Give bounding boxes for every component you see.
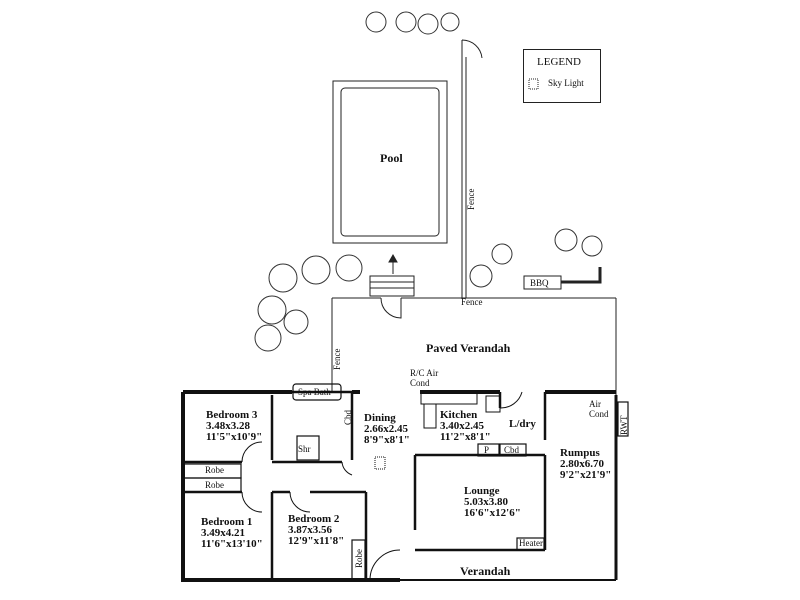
robe-b3-label: Robe bbox=[205, 465, 224, 475]
bedroom1-name: Bedroom 1 bbox=[201, 516, 253, 528]
robe-b1-label: Robe bbox=[205, 480, 224, 490]
door-swings bbox=[241, 391, 523, 581]
pantry-label: P bbox=[484, 445, 490, 455]
fence-left-label: Fence bbox=[332, 348, 342, 371]
pool-label: Pool bbox=[380, 151, 403, 165]
robe-b2-label: Robe bbox=[354, 549, 364, 568]
kitchen-counter bbox=[420, 391, 501, 429]
shrub-group bbox=[254, 11, 603, 352]
dining-name: Dining bbox=[364, 412, 396, 424]
air-cond-line2: Cond bbox=[589, 409, 609, 419]
paved-verandah-boundary bbox=[331, 297, 617, 395]
kitchen-name: Kitchen bbox=[440, 409, 478, 421]
bedroom3-metric: 3.48x3.28 bbox=[206, 420, 250, 432]
fence-horizontal-label: Fence bbox=[461, 297, 483, 307]
spa-bath-label: Spa Bath bbox=[298, 387, 331, 397]
rc-air-cond-line1: R/C Air bbox=[410, 368, 439, 378]
bedroom3-imperial: 11'5"x10'9" bbox=[206, 431, 263, 443]
rwt-label: RWT bbox=[619, 415, 629, 436]
bbq-unit bbox=[523, 267, 602, 290]
legend-title: LEGEND bbox=[537, 56, 581, 68]
lounge-name: Lounge bbox=[464, 485, 500, 497]
heater-label: Heater bbox=[519, 538, 543, 548]
legend-box bbox=[523, 49, 601, 103]
dining-skylight bbox=[374, 456, 386, 470]
bedroom2-imperial: 12'9"x11'8" bbox=[288, 535, 345, 547]
skylight-legend-symbol bbox=[528, 78, 539, 90]
rumpus-name: Rumpus bbox=[560, 447, 600, 459]
fence-right bbox=[461, 39, 483, 298]
lounge-metric: 5.03x3.80 bbox=[464, 496, 508, 508]
bedroom2-metric: 3.87x3.56 bbox=[288, 524, 332, 536]
air-cond-line1: Air bbox=[589, 399, 601, 409]
rumpus-imperial: 9'2"x21'9" bbox=[560, 469, 612, 481]
shower-label: Shr bbox=[298, 444, 311, 454]
fence-vertical-label: Fence bbox=[466, 188, 476, 211]
bedroom3-name: Bedroom 3 bbox=[206, 409, 258, 421]
bedroom1-imperial: 11'6"x13'10" bbox=[201, 538, 263, 550]
rc-air-cond-line2: Cond bbox=[410, 378, 430, 388]
bedroom1-metric: 3.49x4.21 bbox=[201, 527, 245, 539]
rumpus-metric: 2.80x6.70 bbox=[560, 458, 604, 470]
bbq-label: BBQ bbox=[530, 278, 549, 288]
kitchen-imperial: 11'2"x8'1" bbox=[440, 431, 491, 443]
verandah-label: Verandah bbox=[460, 564, 511, 578]
paved-verandah-label: Paved Verandah bbox=[426, 341, 511, 355]
interior-walls bbox=[182, 383, 629, 581]
legend-skylight-label: Sky Light bbox=[548, 78, 584, 88]
lounge-imperial: 16'6"x12'6" bbox=[464, 507, 521, 519]
dining-metric: 2.66x2.45 bbox=[364, 423, 408, 435]
bedroom2-name: Bedroom 2 bbox=[288, 513, 340, 525]
pool-steps bbox=[369, 253, 415, 297]
pool bbox=[332, 80, 448, 244]
kitchen-metric: 3.40x2.45 bbox=[440, 420, 484, 432]
laundry-label: L/dry bbox=[509, 418, 536, 430]
dining-imperial: 8'9"x8'1" bbox=[364, 434, 410, 446]
cbd-kitchen-label: Cbd bbox=[504, 445, 520, 455]
cbd-bath-label: Cbd bbox=[343, 409, 353, 425]
